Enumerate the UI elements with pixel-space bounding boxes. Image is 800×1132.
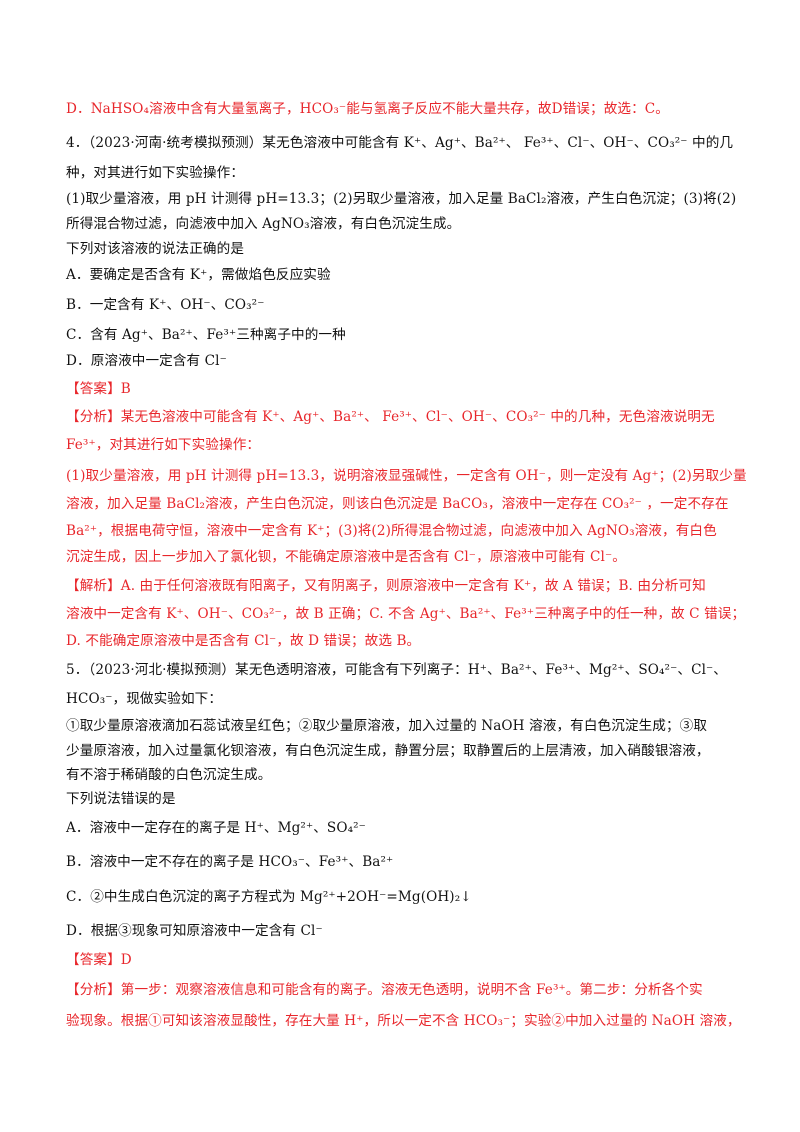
q5-option-d: D．根据③现象可知原溶液中一定含有 Cl⁻	[66, 923, 323, 939]
q4-question: 下列对该溶液的说法正确的是	[66, 241, 245, 257]
q4-option-a: A．要确定是否含有 K⁺，需做焰色反应实验	[66, 267, 331, 283]
q5-analysis-line-1: 【分析】第一步：观察溶液信息和可能含有的离子。溶液无色透明，说明不含 Fe³⁺。…	[66, 980, 740, 1000]
q4-stem-line-4: 所得混合物过滤，向滤液中加入 AgNO₃溶液，有白色沉淀生成。	[66, 216, 461, 232]
q4-explanation-line-2: 溶液中一定含有 K⁺、OH⁻、CO₃²⁻，故 B 正确；C. 不含 Ag⁺、Ba…	[66, 606, 746, 622]
q4-stem-line-2: 种，对其进行如下实验操作：	[66, 165, 245, 181]
answer-value: B	[120, 381, 131, 397]
q4-option-b: B．一定含有 K⁺、OH⁻、CO₃²⁻	[66, 297, 265, 313]
q3-option-d-analysis: D．NaHSO₄溶液中含有大量氢离子，HCO₃⁻能与氢离子反应不能大量共存，故D…	[66, 101, 669, 117]
answer-label: 【答案】	[66, 381, 121, 397]
q5-question: 下列说法错误的是	[66, 791, 176, 807]
q4-stem-line-3: (1)取少量溶液，用 pH 计测得 pH=13.3；(2)另取少量溶液，加入足量…	[66, 191, 737, 207]
analysis-label: 【分析】	[66, 409, 121, 425]
q4-answer: 【答案】B	[66, 379, 740, 399]
q5-option-c: C．②中生成白色沉淀的离子方程式为 Mg²⁺+2OH⁻=Mg(OH)₂↓	[66, 889, 472, 905]
answer-label: 【答案】	[66, 952, 121, 968]
q4-analysis-line-6: 沉淀生成，因上一步加入了氯化钡，不能确定原溶液中是否含有 Cl⁻，原溶液中可能有…	[66, 549, 626, 565]
q5-analysis-line-2: 验现象。根据①可知该溶液显酸性，存在大量 H⁺，所以一定不含 HCO₃⁻；实验②…	[66, 1013, 741, 1029]
q4-option-d: D．原溶液中一定含有 Cl⁻	[66, 353, 227, 369]
q4-analysis-line-2: Fe³⁺，对其进行如下实验操作：	[66, 437, 261, 453]
answer-value: D	[120, 952, 132, 968]
q5-stem-line-2: HCO₃⁻，现做实验如下：	[66, 691, 223, 707]
explanation-label: 【解析】	[66, 578, 121, 594]
q5-option-a: A．溶液中一定存在的离子是 H⁺、Mg²⁺、SO₄²⁻	[66, 820, 366, 836]
q5-stem-line-3: ①取少量原溶液滴加石蕊试液呈红色；②取少量原溶液，加入过量的 NaOH 溶液，有…	[66, 718, 708, 734]
q5-stem-line-4: 少量原溶液，加入过量氯化钡溶液，有白色沉淀生成，静置分层；取静置后的上层清液，加…	[66, 743, 710, 759]
explanation-text: A. 由于任何溶液既有阳离子，又有阴离子，则原溶液中一定含有 K⁺，故 A 错误…	[120, 578, 706, 594]
analysis-text: 第一步：观察溶液信息和可能含有的离子。溶液无色透明，说明不含 Fe³⁺。第二步：…	[120, 982, 703, 998]
q4-analysis-line-3: (1)取少量溶液，用 pH 计测得 pH=13.3，说明溶液显强碱性，一定含有 …	[66, 468, 747, 484]
q4-analysis-line-5: Ba²⁺，根据电荷守恒，溶液中一定含有 K⁺；(3)将(2)所得混合物过滤，向滤…	[66, 523, 717, 539]
q4-analysis-line-1: 【分析】某无色溶液中可能含有 K⁺、Ag⁺、Ba²⁺、 Fe³⁺、Cl⁻、OH⁻…	[66, 407, 740, 427]
analysis-text: 某无色溶液中可能含有 K⁺、Ag⁺、Ba²⁺、 Fe³⁺、Cl⁻、OH⁻、CO₃…	[120, 409, 715, 425]
q5-stem-line-1: 5．（2023·河北·模拟预测）某无色透明溶液，可能含有下列离子：H⁺、Ba²⁺…	[66, 662, 727, 678]
q5-stem-line-5: 有不溶于稀硝酸的白色沉淀生成。	[66, 767, 272, 783]
q4-explanation-line-1: 【解析】A. 由于任何溶液既有阳离子，又有阴离子，则原溶液中一定含有 K⁺，故 …	[66, 576, 740, 596]
q4-stem-line-1: 4．（2023·河南·统考模拟预测）某无色溶液中可能含有 K⁺、Ag⁺、Ba²⁺…	[66, 135, 734, 151]
q4-explanation-line-3: D. 不能确定原溶液中是否含有 Cl⁻，故 D 错误；故选 B。	[66, 633, 421, 649]
analysis-label: 【分析】	[66, 982, 121, 998]
q5-option-b: B．溶液中一定不存在的离子是 HCO₃⁻、Fe³⁺、Ba²⁺	[66, 854, 394, 870]
q4-option-c: C．含有 Ag⁺、Ba²⁺、Fe³⁺三种离子中的一种	[66, 327, 346, 343]
q5-answer: 【答案】D	[66, 950, 740, 970]
q4-analysis-line-4: 溶液，加入足量 BaCl₂溶液，产生白色沉淀，则该白色沉淀是 BaCO₃，溶液中…	[66, 496, 729, 512]
